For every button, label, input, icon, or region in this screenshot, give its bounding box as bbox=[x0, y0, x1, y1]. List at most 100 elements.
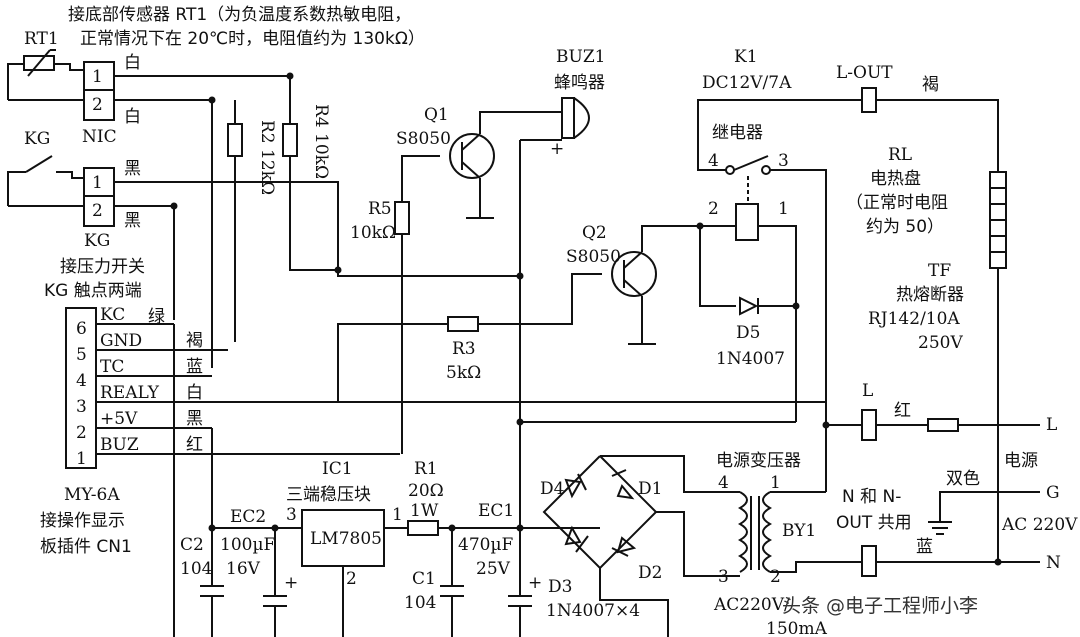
cn1-pin-num: 3 bbox=[76, 397, 87, 417]
transformer-rating2: 150mA bbox=[766, 619, 828, 637]
d2-label: D2 bbox=[638, 563, 662, 583]
wire-color-kg-top: 黑 bbox=[124, 159, 141, 179]
buzzer-desc: 蜂鸣器 bbox=[554, 73, 605, 93]
ec2-plus: + bbox=[284, 573, 298, 593]
rl-desc3: 约为 50） bbox=[866, 217, 944, 237]
ec2-value: 100µF bbox=[220, 535, 275, 555]
kg-switch-label: KG bbox=[24, 129, 50, 149]
cn1-pin-num: 2 bbox=[76, 423, 87, 443]
r4-label: R4 10kΩ bbox=[311, 104, 331, 179]
wire-color-buz: 红 bbox=[186, 435, 203, 455]
relay-pin3: 3 bbox=[778, 151, 789, 171]
c2-value: 104 bbox=[180, 559, 212, 579]
tf-rating1: RJ142/10A bbox=[868, 309, 960, 329]
transformer-by1: BY1 bbox=[782, 521, 816, 541]
ec2-name: EC2 bbox=[230, 507, 266, 527]
kg-pressure-switch: KG 1 2 KG bbox=[7, 129, 115, 251]
tf-name: TF bbox=[928, 261, 951, 281]
relay-k1: K1 DC12V/7A 继电器 4 3 2 1 bbox=[702, 47, 792, 241]
r1-power: 1W bbox=[410, 501, 439, 521]
buzzer-name: BUZ1 bbox=[556, 47, 605, 67]
ic1-name: IC1 bbox=[322, 459, 353, 479]
transformer-pin2: 2 bbox=[770, 567, 781, 587]
cn1-pin-num: 6 bbox=[76, 319, 87, 339]
cn1-signal: +5V bbox=[100, 409, 138, 429]
cn1-pin-num: 5 bbox=[76, 345, 87, 365]
bridge-rectifier: D4 D1 D3 D2 1N4007×4 bbox=[540, 455, 662, 621]
bridge-diode-type: 1N4007×4 bbox=[546, 601, 640, 621]
rl-name: RL bbox=[888, 145, 912, 165]
resistor-r1: R1 20Ω 1W bbox=[407, 459, 444, 536]
r3-name: R3 bbox=[452, 339, 476, 359]
heating-plate-rl: RL 电热盘 （正常时电阻 约为 50） bbox=[846, 145, 1007, 269]
ic1-type: LM7805 bbox=[310, 529, 382, 549]
kg-note-line2: KG 触点两端 bbox=[44, 281, 142, 301]
d4-label: D4 bbox=[540, 479, 564, 499]
ac-220v-label: AC 220V bbox=[1001, 515, 1078, 535]
relay-pin1: 1 bbox=[778, 199, 789, 219]
transformer-rating1: AC220V/ bbox=[713, 595, 790, 615]
thermal-fuse-tf: TF 热熔断器 RJ142/10A 250V bbox=[868, 261, 964, 353]
kg-connector-label: KG bbox=[84, 231, 110, 251]
rt1-note-line2: 正常情况下在 20℃时，电阻值约为 130kΩ） bbox=[80, 29, 425, 49]
ic1-pin3: 3 bbox=[286, 505, 297, 525]
relay-desc: 继电器 bbox=[712, 123, 763, 143]
n-shared-line1: N 和 N- bbox=[842, 487, 901, 507]
lout-terminal: L-OUT 褐 bbox=[836, 63, 939, 113]
resistor-r4: R4 10kΩ bbox=[282, 104, 331, 179]
r1-value: 20Ω bbox=[408, 481, 444, 501]
ec2-voltage: 16V bbox=[226, 559, 261, 579]
cn1-connector: 6 5 4 3 2 1 bbox=[65, 307, 97, 469]
cn1-pin-num: 4 bbox=[76, 371, 87, 391]
relay-pin4: 4 bbox=[708, 151, 719, 171]
d5-name: D5 bbox=[736, 323, 760, 343]
wire-color-n: 蓝 bbox=[916, 537, 933, 557]
ec1-name: EC1 bbox=[478, 501, 514, 521]
cn1-signal: BUZ bbox=[100, 435, 139, 455]
ic1-pin2: 2 bbox=[346, 569, 357, 589]
diode-d5: D5 1N4007 bbox=[716, 296, 785, 369]
resistor-r5: R5 10kΩ bbox=[350, 199, 410, 243]
n-shared-line2: OUT 共用 bbox=[836, 513, 912, 533]
c1-name: C1 bbox=[412, 569, 436, 589]
wire-color-kg-bottom: 黑 bbox=[124, 211, 141, 231]
wire-color-lout: 褐 bbox=[922, 75, 939, 95]
k1-name: K1 bbox=[734, 47, 758, 67]
tf-desc: 热熔断器 bbox=[896, 285, 964, 305]
wire-color-rt1-bottom: 白 bbox=[124, 107, 141, 127]
r1-name: R1 bbox=[414, 459, 438, 479]
rt1-note-line1: 接底部传感器 RT1（为负温度系数热敏电阻， bbox=[68, 5, 411, 25]
r3-value: 5kΩ bbox=[446, 363, 481, 383]
q2-name: Q2 bbox=[582, 223, 607, 243]
cn1-pin-num: 1 bbox=[76, 449, 87, 469]
power-transformer: 电源变压器 4 1 3 2 BY1 AC220V/ 150mA bbox=[713, 451, 828, 637]
kg-note-line1: 接压力开关 bbox=[60, 257, 145, 277]
cn1-signal: TC bbox=[100, 357, 124, 377]
transformer-desc: 电源变压器 bbox=[716, 451, 801, 471]
rl-desc1: 电热盘 bbox=[870, 169, 921, 189]
cn1-signal: KC bbox=[100, 305, 125, 325]
l-box-label: L bbox=[862, 381, 873, 401]
cn1-signal: REALY bbox=[100, 383, 160, 403]
cn1-label-line1: MY-6A bbox=[64, 485, 120, 505]
q1-name: Q1 bbox=[424, 105, 449, 125]
l-terminal-label: L bbox=[1046, 415, 1057, 435]
r5-value: 10kΩ bbox=[350, 223, 396, 243]
q1-type: S8050 bbox=[396, 129, 451, 149]
transistor-q2: Q2 S8050 bbox=[566, 223, 657, 297]
kg-pin1: 1 bbox=[92, 173, 103, 193]
ic1-pin1: 1 bbox=[392, 505, 403, 525]
ec1-voltage: 25V bbox=[476, 559, 511, 579]
transformer-pin1: 1 bbox=[770, 473, 781, 493]
relay-pin2: 2 bbox=[708, 199, 719, 219]
d3-label: D3 bbox=[548, 577, 572, 597]
n-terminal: N 和 N- OUT 共用 蓝 N bbox=[836, 487, 1061, 577]
nic-label: NIC bbox=[82, 127, 117, 147]
c1-value: 104 bbox=[404, 593, 436, 613]
tf-rating2: 250V bbox=[918, 333, 963, 353]
watermark-text: 头条 @电子工程师小李 bbox=[782, 595, 978, 617]
rt1-thermistor: RT1 bbox=[7, 29, 84, 101]
ec1-value: 470µF bbox=[458, 535, 513, 555]
wire-color-kc: 绿 bbox=[148, 307, 165, 327]
